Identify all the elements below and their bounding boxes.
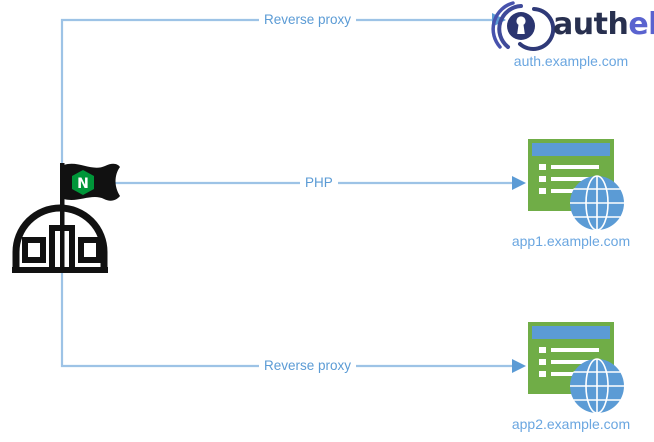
web-app-icon-app2	[528, 322, 624, 414]
host-label-app2: app2.example.com	[511, 416, 631, 432]
connector-nginx-to-app2	[60, 240, 526, 373]
connector-label-reverse-proxy-authelia: Reverse proxy	[259, 12, 357, 28]
globe-icon-app2	[570, 358, 624, 414]
authelia-wordmark-first: auth	[553, 7, 629, 42]
authelia-wordmark-second: elia	[628, 7, 654, 42]
connector-nginx-to-authelia	[60, 13, 506, 200]
connector-label-reverse-proxy-app2: Reverse proxy	[259, 358, 357, 374]
arrowhead-app2	[512, 359, 526, 373]
host-label-auth: auth.example.com	[513, 53, 629, 69]
authelia-logo-icon	[491, 1, 556, 51]
svg-text:N: N	[77, 176, 89, 192]
host-label-app1: app1.example.com	[511, 233, 631, 249]
authelia-wordmark: authelia	[553, 8, 654, 42]
globe-icon-app1	[570, 175, 624, 231]
nginx-gateway-icon: N	[12, 163, 120, 273]
connector-label-php: PHP	[300, 175, 338, 191]
web-app-icon-app1	[528, 139, 624, 231]
arrowhead-app1	[512, 176, 526, 190]
